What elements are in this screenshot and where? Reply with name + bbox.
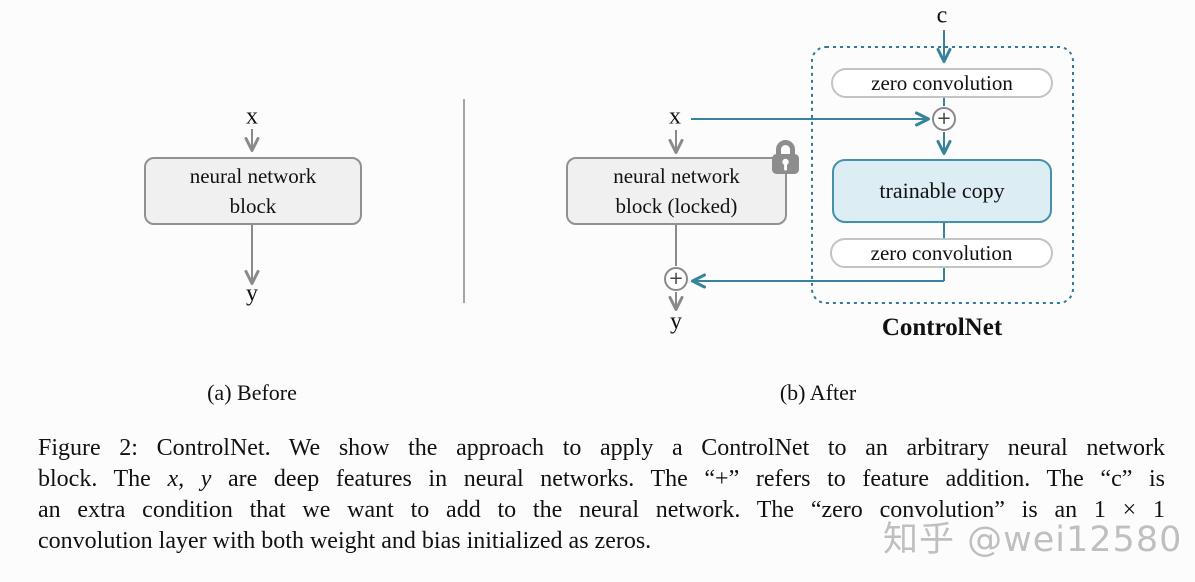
zero-convolution-bottom: zero convolution (830, 238, 1053, 268)
panel-a-input-label: x (246, 103, 258, 130)
neural-network-block: neural network block (144, 157, 362, 225)
zero-convolution-top: zero convolution (831, 68, 1053, 98)
controlnet-label: ControlNet (881, 314, 1003, 341)
panel-b-caption: (b) After (779, 380, 857, 405)
locked-block-label-line1: neural network (613, 164, 740, 188)
add-node-bottom: + (664, 267, 688, 291)
caption-line-2-post: are deep features in neural networks. Th… (211, 466, 1165, 492)
lock-icon (769, 139, 802, 178)
caption-line-3: an extra condition that we want to add t… (38, 497, 1165, 523)
caption-line-1: Figure 2: ControlNet. We show the approa… (38, 435, 1165, 461)
panel-a-caption: (a) Before (207, 380, 297, 405)
watermark: 知乎 @wei12580 (883, 520, 1183, 560)
neural-network-block-locked: neural network block (locked) (566, 157, 787, 225)
caption-line-2: block. The x, y are deep features in neu… (38, 464, 1165, 495)
trainable-copy-block: trainable copy (832, 159, 1052, 223)
panel-b-condition-label: c (936, 2, 948, 29)
caption-line-2-math: x, y (167, 466, 212, 492)
add-node-top: + (932, 107, 956, 131)
figure-caption: Figure 2: ControlNet. We show the approa… (38, 433, 1165, 557)
panel-b-input-label: x (669, 103, 681, 130)
block-label-line1: neural network (189, 164, 317, 188)
panel-a-output-label: y (246, 280, 258, 307)
panel-b-output-label: y (670, 308, 682, 335)
block-label-line2: block (229, 194, 277, 218)
caption-line-4: convolution layer with both weight and b… (38, 528, 652, 554)
locked-block-label-line2: block (locked) (615, 194, 738, 218)
caption-line-2-pre: block. The (38, 466, 168, 492)
